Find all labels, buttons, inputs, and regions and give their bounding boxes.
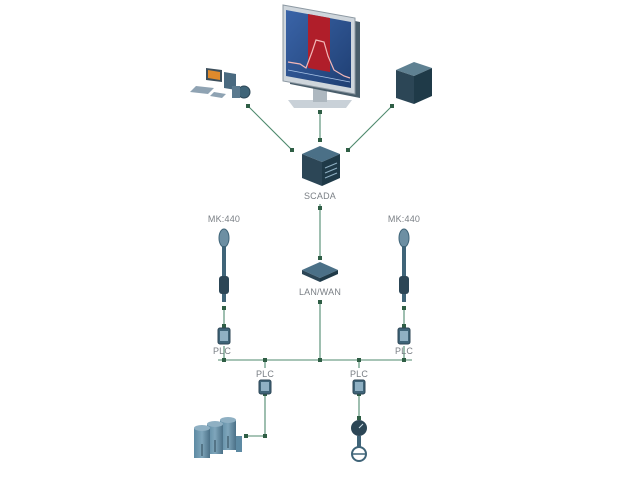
wire-workstation-scada — [247, 105, 293, 151]
plc-icon — [352, 379, 366, 395]
plc-icon — [258, 379, 272, 395]
plc-icon — [217, 327, 231, 345]
sensor-probe-icon — [398, 228, 410, 302]
connection-lines — [218, 105, 412, 437]
server-box-icon — [396, 62, 432, 104]
wire-server-scada — [347, 105, 393, 151]
valve-gauge-icon — [351, 420, 367, 462]
monitor-icon — [282, 4, 360, 108]
scada-label: SCADA — [304, 191, 336, 201]
storage-tanks-icon — [194, 417, 242, 458]
sensor-probe-icon — [218, 228, 230, 302]
wire-plc-tanks — [246, 394, 266, 437]
server-rack-icon — [302, 146, 340, 186]
lan-wan-label: LAN/WAN — [299, 287, 341, 297]
plc-icon — [397, 327, 411, 345]
workstation-icon — [190, 68, 251, 99]
plc-right-label: PLC — [395, 346, 413, 356]
plc-valve-label: PLC — [350, 369, 368, 379]
plc-left-label: PLC — [213, 346, 231, 356]
plc-tanks-label: PLC — [256, 369, 274, 379]
network-switch-icon — [302, 262, 338, 282]
sensor-left-label: MK:440 — [208, 214, 240, 224]
sensor-right-label: MK:440 — [388, 214, 420, 224]
